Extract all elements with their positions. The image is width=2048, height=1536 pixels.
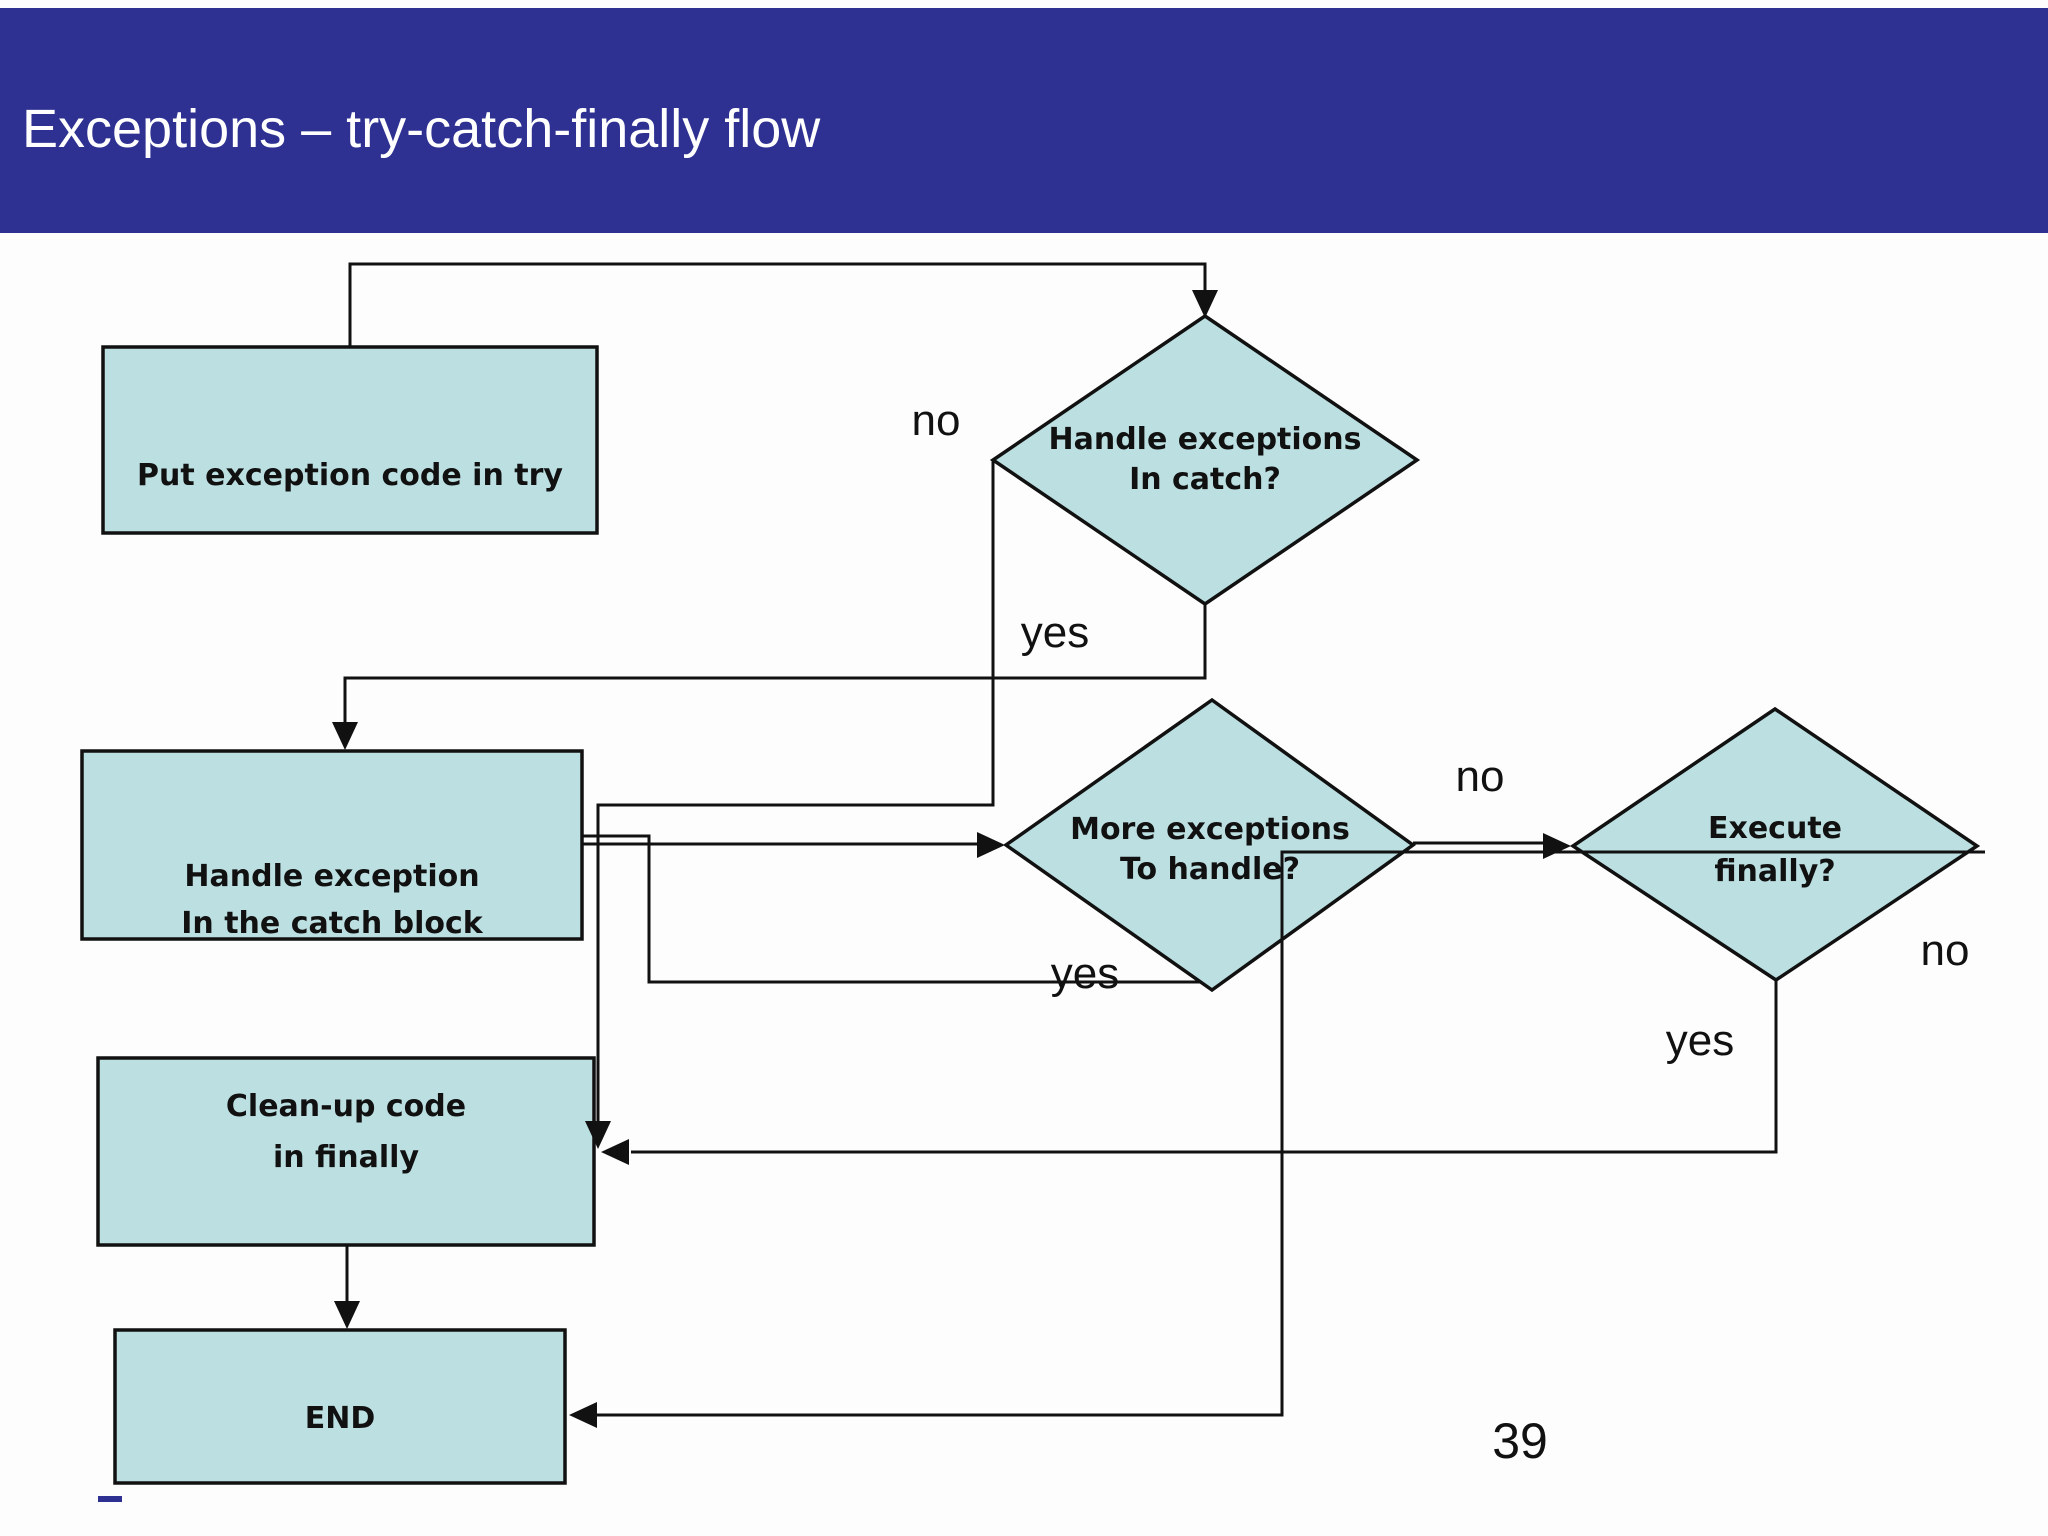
page-number: 39: [1492, 1413, 1548, 1469]
arrowhead-finally-yes-into-cleanup: [601, 1139, 629, 1165]
edge-label-finally-yes: yes: [1665, 1016, 1735, 1065]
edge-label-more-no: no: [1455, 752, 1505, 801]
edge-catch-yes-to-handle-block: [343, 604, 1207, 723]
label-more-exceptions-to-handle: More exceptions To handle?: [1070, 812, 1350, 887]
slide-header: Exceptions – try-catch-finally flow: [0, 8, 2048, 233]
label-handle-exceptions-in-catch: Handle exceptions In catch?: [1048, 422, 1362, 497]
arrowhead-into-handle-block: [332, 722, 358, 750]
arrowhead-into-execute-finally: [1543, 833, 1571, 859]
label-put-exception-code-in-try: Put exception code in try: [137, 458, 563, 493]
node-handle-exception-in-catch-block: [80, 749, 584, 941]
arrowhead-into-more-exceptions: [977, 832, 1005, 858]
node-more-exceptions-to-handle: [1002, 697, 1416, 993]
edge-label-catch-yes: yes: [1020, 608, 1090, 657]
label-execute-finally: Execute finally?: [1707, 811, 1843, 889]
edge-label-more-yes: yes: [1050, 949, 1120, 998]
arrowhead-into-catch-decision: [1192, 290, 1218, 318]
label-end: END: [304, 1401, 376, 1436]
edge-finally-yes-to-cleanup: [631, 980, 1778, 1154]
edge-try-to-catch-decision: [348, 262, 1207, 347]
node-end: [113, 1328, 567, 1485]
label-cleanup-code-in-finally: Clean-up code in finally: [225, 1089, 467, 1175]
footer-accent-mark: [98, 1496, 122, 1502]
node-cleanup-code-in-finally: [96, 1056, 596, 1247]
slide-title: Exceptions – try-catch-finally flow: [22, 99, 821, 159]
label-handle-exception-in-catch-block: Handle exception In the catch block: [181, 859, 483, 941]
arrowhead-into-end-right: [569, 1402, 597, 1428]
edge-catch-no-to-cleanup: [596, 460, 995, 1122]
edge-finally-no-to-end: [597, 850, 1985, 1417]
edge-label-finally-no: no: [1920, 926, 1970, 975]
edge-more-yes-loop-to-handle-block: [583, 834, 1201, 984]
node-put-exception-code-in-try: [101, 345, 599, 535]
arrowhead-into-end-top: [334, 1301, 360, 1329]
edge-label-catch-no: no: [911, 396, 961, 445]
arrowhead-catch-no-into-cleanup: [585, 1121, 611, 1149]
